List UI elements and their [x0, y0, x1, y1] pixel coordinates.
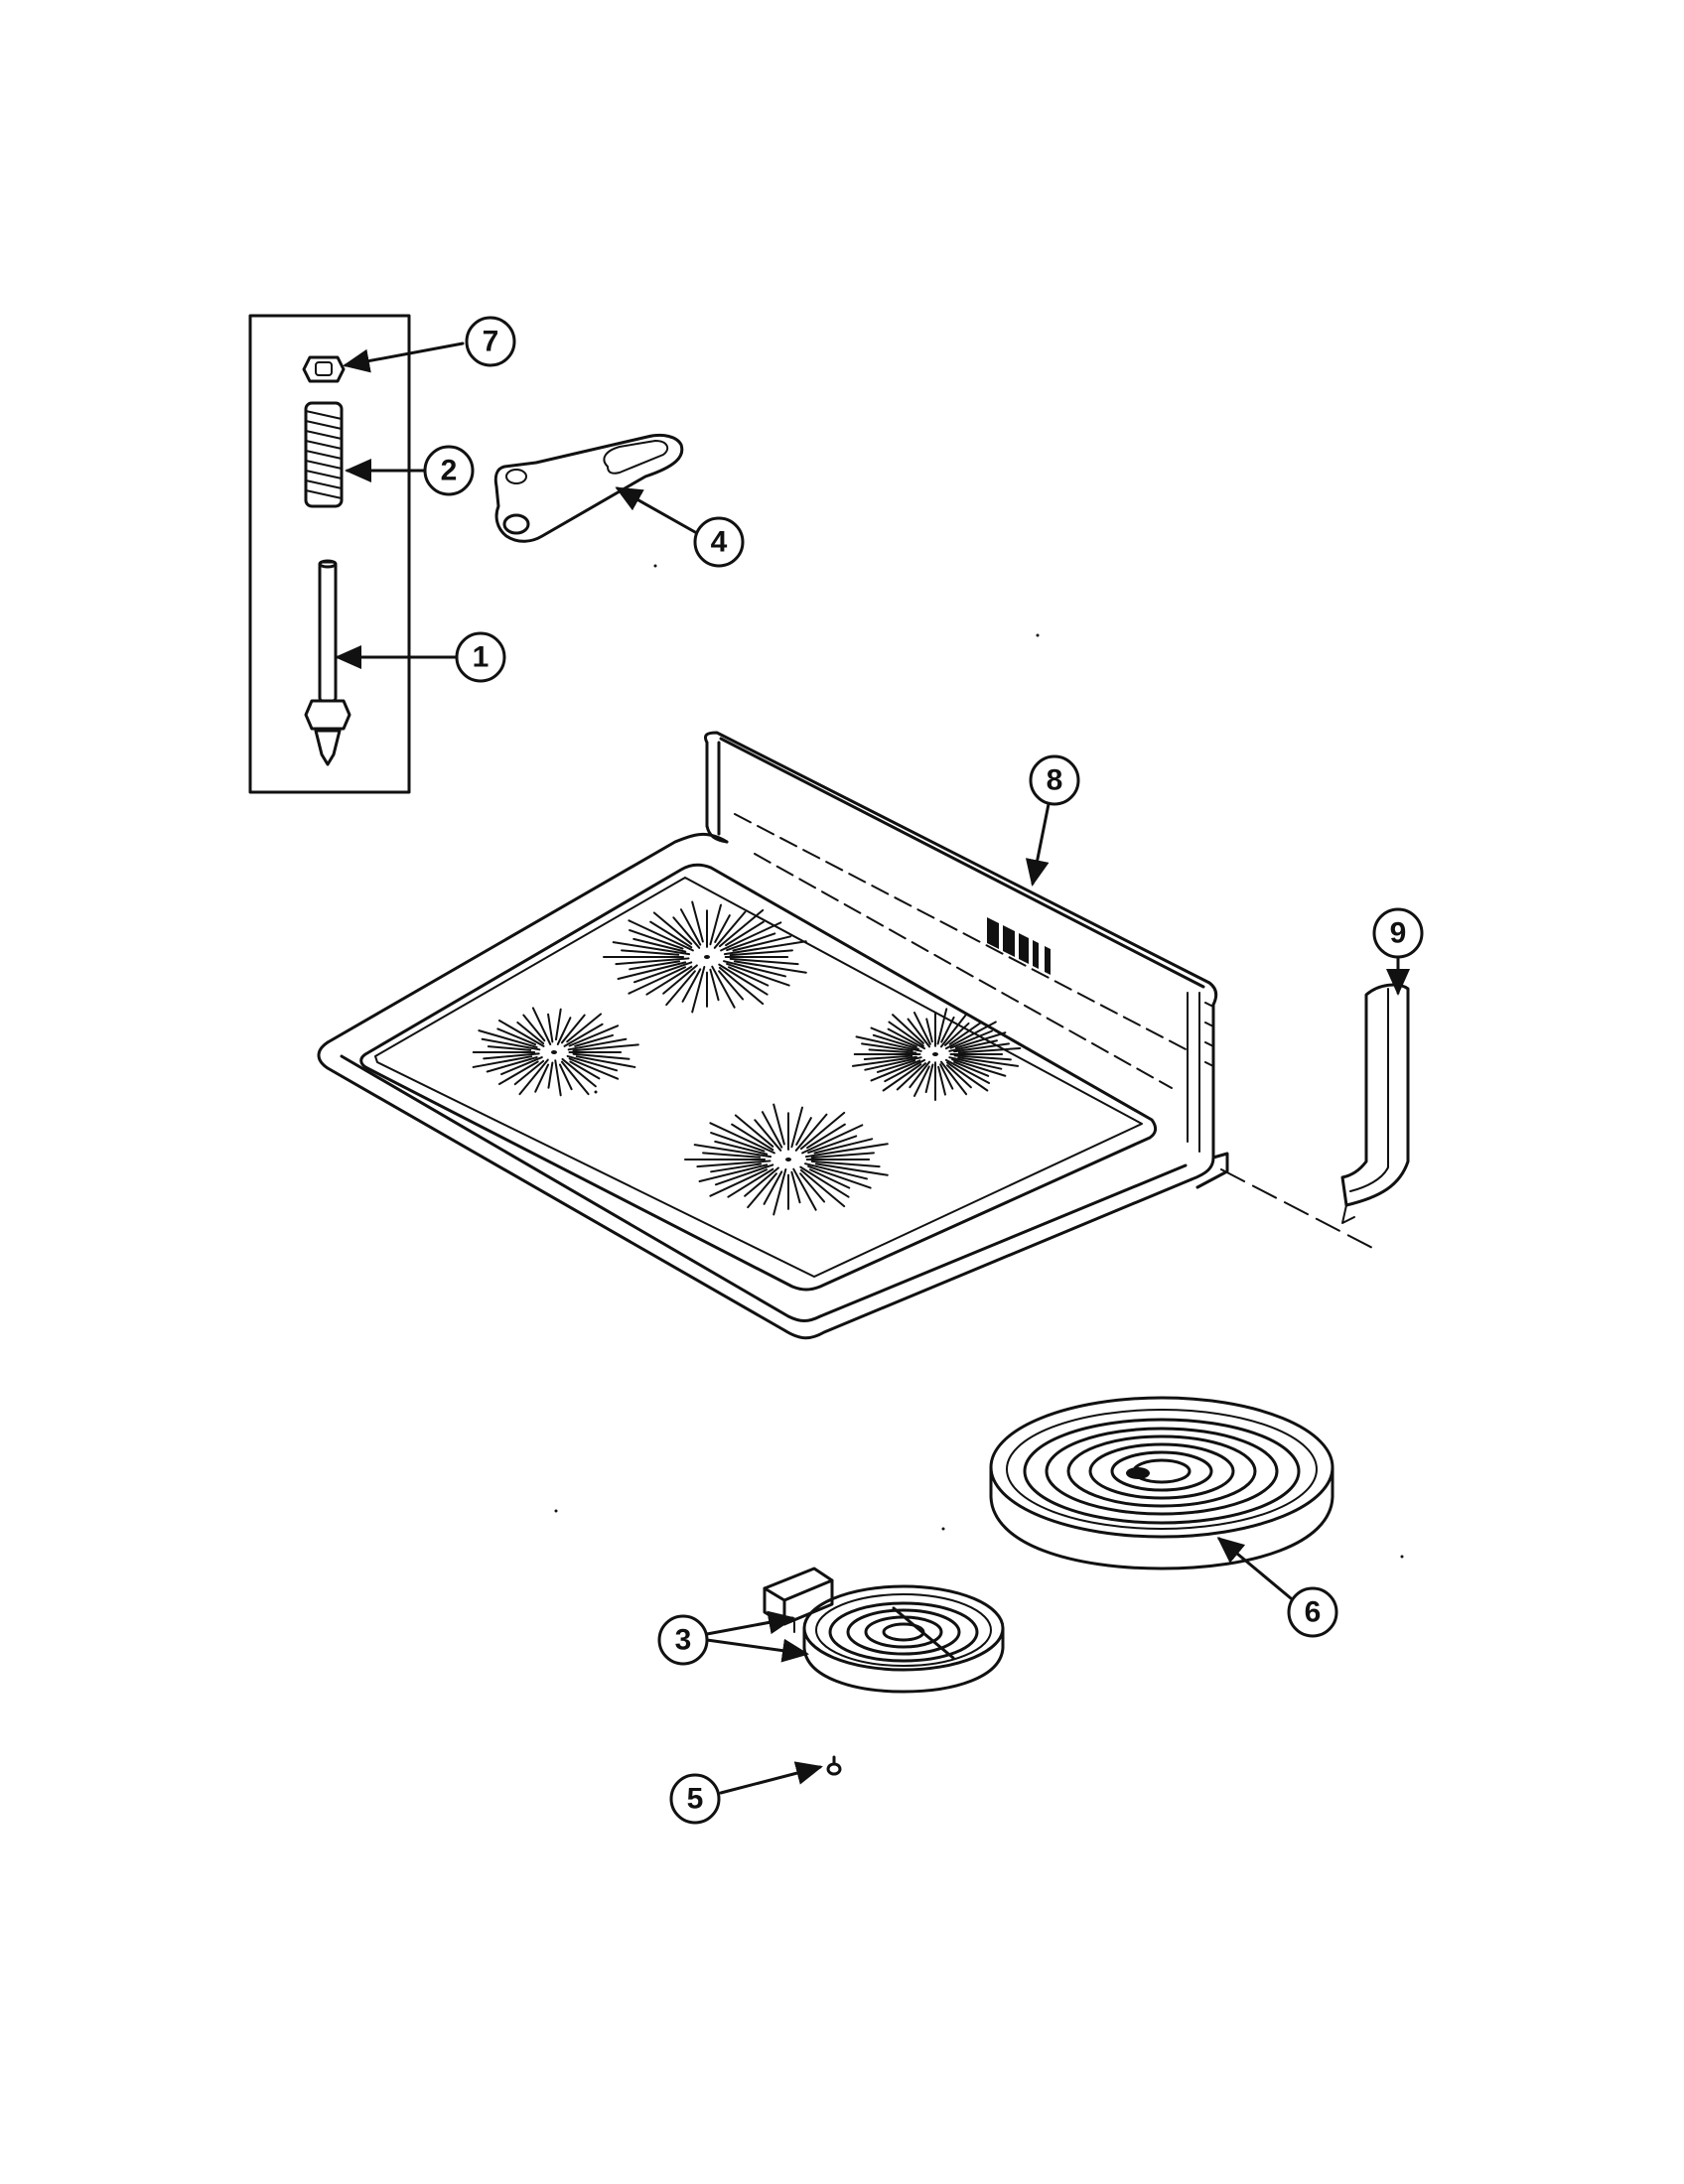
large-burner-coils — [1023, 1418, 1301, 1525]
svg-text:3: 3 — [675, 1624, 692, 1657]
callout-6[interactable]: 6 — [1287, 1586, 1338, 1638]
part-small-burner-3 — [763, 1567, 1005, 1694]
burner-rear-right — [851, 1008, 1022, 1101]
svg-text:8: 8 — [1047, 764, 1063, 797]
svg-text:9: 9 — [1390, 917, 1407, 950]
part-screw-5 — [826, 1755, 842, 1776]
part-trim-9 — [1340, 983, 1410, 1224]
leader-arrows — [335, 341, 1410, 1795]
svg-text:2: 2 — [441, 455, 458, 487]
burner-rear-left — [603, 900, 807, 1014]
brand-logo — [987, 917, 1051, 975]
callout-2[interactable]: 2 — [423, 445, 475, 496]
callout-3[interactable]: 3 — [657, 1614, 709, 1666]
svg-text:6: 6 — [1305, 1596, 1322, 1629]
part-large-burner-6 — [989, 1396, 1334, 1570]
callout-9[interactable]: 9 — [1372, 907, 1424, 959]
svg-text:5: 5 — [687, 1783, 704, 1816]
part-nut-7 — [302, 355, 346, 383]
part-bracket-4 — [493, 433, 684, 543]
part-leveling-leg-1 — [304, 559, 351, 766]
svg-text:1: 1 — [473, 641, 490, 674]
callout-5[interactable]: 5 — [669, 1773, 721, 1825]
callout-8[interactable]: 8 — [1029, 754, 1080, 806]
svg-text:7: 7 — [483, 326, 499, 358]
svg-text:4: 4 — [711, 526, 728, 559]
burner-front-right — [684, 1103, 889, 1216]
callout-7[interactable]: 7 — [465, 316, 516, 367]
callout-1[interactable]: 1 — [455, 631, 506, 683]
burner-patterns — [472, 900, 1022, 1216]
callouts: 7 2 4 1 8 9 6 3 — [423, 316, 1424, 1825]
kit-box — [248, 314, 411, 794]
part-spring-2 — [304, 401, 344, 508]
burner-front-left — [472, 1007, 639, 1097]
part-cooktop-8 — [317, 731, 1229, 1340]
callout-4[interactable]: 4 — [693, 516, 745, 568]
